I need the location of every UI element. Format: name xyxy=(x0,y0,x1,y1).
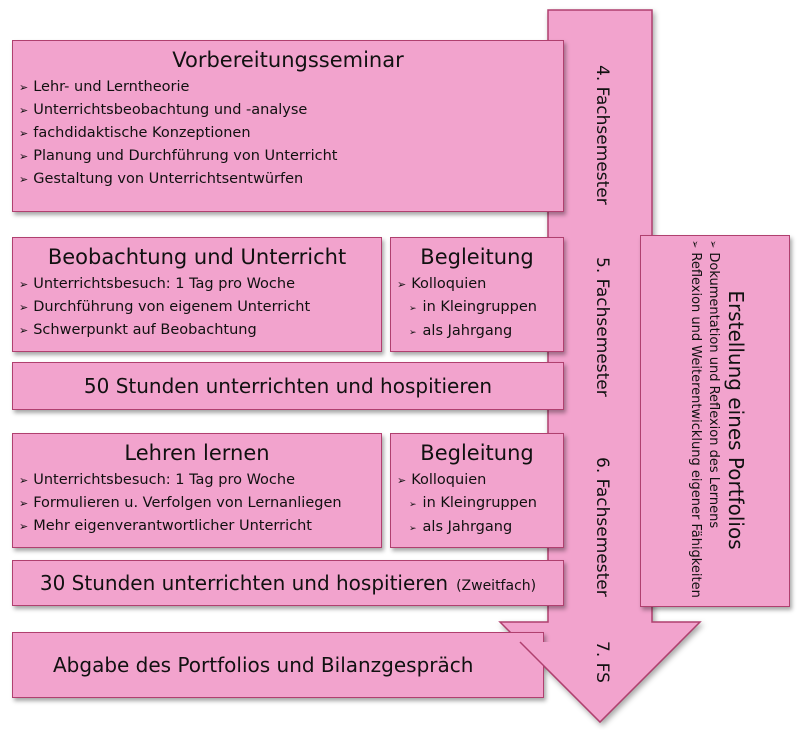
list-item: fachdidaktische Konzeptionen xyxy=(19,122,563,145)
list-item: Gestaltung von Unterrichtsentwürfen xyxy=(19,168,563,191)
stunden50-box: 50 Stunden unterrichten und hospitieren xyxy=(12,362,564,410)
begleitung-list: Kolloquien xyxy=(391,273,563,296)
semester-label-7: 7. FS xyxy=(592,641,612,683)
vorbereitungsseminar-title: Vorbereitungsseminar xyxy=(172,48,404,72)
portfolio-content: Erstellung eines Portfolios Dokumentatio… xyxy=(682,240,748,600)
list-item: in Kleingruppen xyxy=(409,492,563,516)
list-item: Formulieren u. Verfolgen von Lernanliege… xyxy=(19,492,381,515)
list-item: in Kleingruppen xyxy=(409,296,563,320)
semester-label-6: 6. Fachsemester xyxy=(592,457,612,597)
begleitung-title: Begleitung xyxy=(420,441,534,465)
beobachtung-list: Unterrichtsbesuch: 1 Tag pro Woche Durch… xyxy=(13,273,381,342)
begleitung-sublist: in Kleingruppen als Jahrgang xyxy=(391,296,563,344)
list-item: Kolloquien xyxy=(397,273,563,296)
abgabe-box: Abgabe des Portfolios und Bilanzgespräch xyxy=(12,632,544,698)
portfolio-title: Erstellung eines Portfolios xyxy=(724,290,748,550)
begleitung-list: Kolloquien xyxy=(391,469,563,492)
list-item: Dokumentation und Reflexion des Lernens xyxy=(704,240,722,600)
portfolio-list: Dokumentation und Reflexion des Lernens … xyxy=(686,240,722,600)
list-item: Durchführung von eigenem Unterricht xyxy=(19,296,381,319)
list-item: als Jahrgang xyxy=(409,516,563,540)
lehren-box: Lehren lernen Unterrichtsbesuch: 1 Tag p… xyxy=(12,433,382,548)
begleitung-box-1: Begleitung Kolloquien in Kleingruppen al… xyxy=(390,237,564,352)
lehren-title: Lehren lernen xyxy=(124,441,270,465)
begleitung-box-2: Begleitung Kolloquien in Kleingruppen al… xyxy=(390,433,564,548)
begleitung-title: Begleitung xyxy=(420,245,534,269)
semester-label-5: 5. Fachsemester xyxy=(592,257,612,397)
stunden50-label: 50 Stunden unterrichten und hospitieren xyxy=(83,374,493,398)
lehren-list: Unterrichtsbesuch: 1 Tag pro Woche Formu… xyxy=(13,469,381,538)
list-item: als Jahrgang xyxy=(409,320,563,344)
stunden30-note: (Zweitfach) xyxy=(456,577,537,594)
beobachtung-box: Beobachtung und Unterricht Unterrichtsbe… xyxy=(12,237,382,352)
semester-label-4: 4. Fachsemester xyxy=(592,65,612,205)
list-item: Planung und Durchführung von Unterricht xyxy=(19,145,563,168)
vorbereitungsseminar-list: Lehr- und Lerntheorie Unterrichtsbeobach… xyxy=(13,76,563,191)
beobachtung-title: Beobachtung und Unterricht xyxy=(47,245,347,269)
abgabe-label: Abgabe des Portfolios und Bilanzgespräch xyxy=(53,653,474,677)
list-item: Schwerpunkt auf Beobachtung xyxy=(19,319,381,342)
list-item: Reflexion und Weiterentwicklung eigener … xyxy=(686,240,704,600)
stunden30-label: 30 Stunden unterrichten und hospitieren xyxy=(39,571,449,595)
vorbereitungsseminar-box: Vorbereitungsseminar Lehr- und Lerntheor… xyxy=(12,40,564,212)
begleitung-sublist: in Kleingruppen als Jahrgang xyxy=(391,492,563,540)
list-item: Kolloquien xyxy=(397,469,563,492)
list-item: Unterrichtsbeobachtung und -analyse xyxy=(19,99,563,122)
list-item: Unterrichtsbesuch: 1 Tag pro Woche xyxy=(19,469,381,492)
list-item: Unterrichtsbesuch: 1 Tag pro Woche xyxy=(19,273,381,296)
list-item: Mehr eigenverantwortlicher Unterricht xyxy=(19,515,381,538)
list-item: Lehr- und Lerntheorie xyxy=(19,76,563,99)
stunden30-box: 30 Stunden unterrichten und hospitieren … xyxy=(12,560,564,606)
